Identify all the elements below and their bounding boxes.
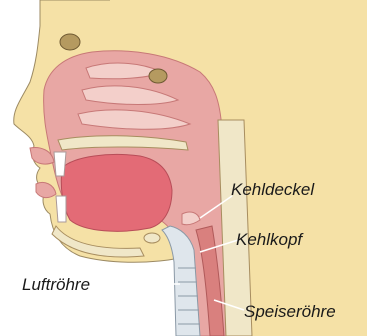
- sphenoid-sinus: [149, 69, 167, 83]
- trachea-label: Luftröhre: [22, 276, 90, 293]
- larynx-label: Kehlkopf: [236, 231, 302, 248]
- upper-incisor: [54, 152, 66, 176]
- tongue: [61, 155, 172, 232]
- hyoid-bone: [144, 233, 160, 243]
- esophagus-label: Speiseröhre: [244, 303, 336, 320]
- nasal-bone: [60, 34, 80, 50]
- epiglottis-label: Kehldeckel: [231, 181, 314, 198]
- lower-incisor: [56, 196, 66, 222]
